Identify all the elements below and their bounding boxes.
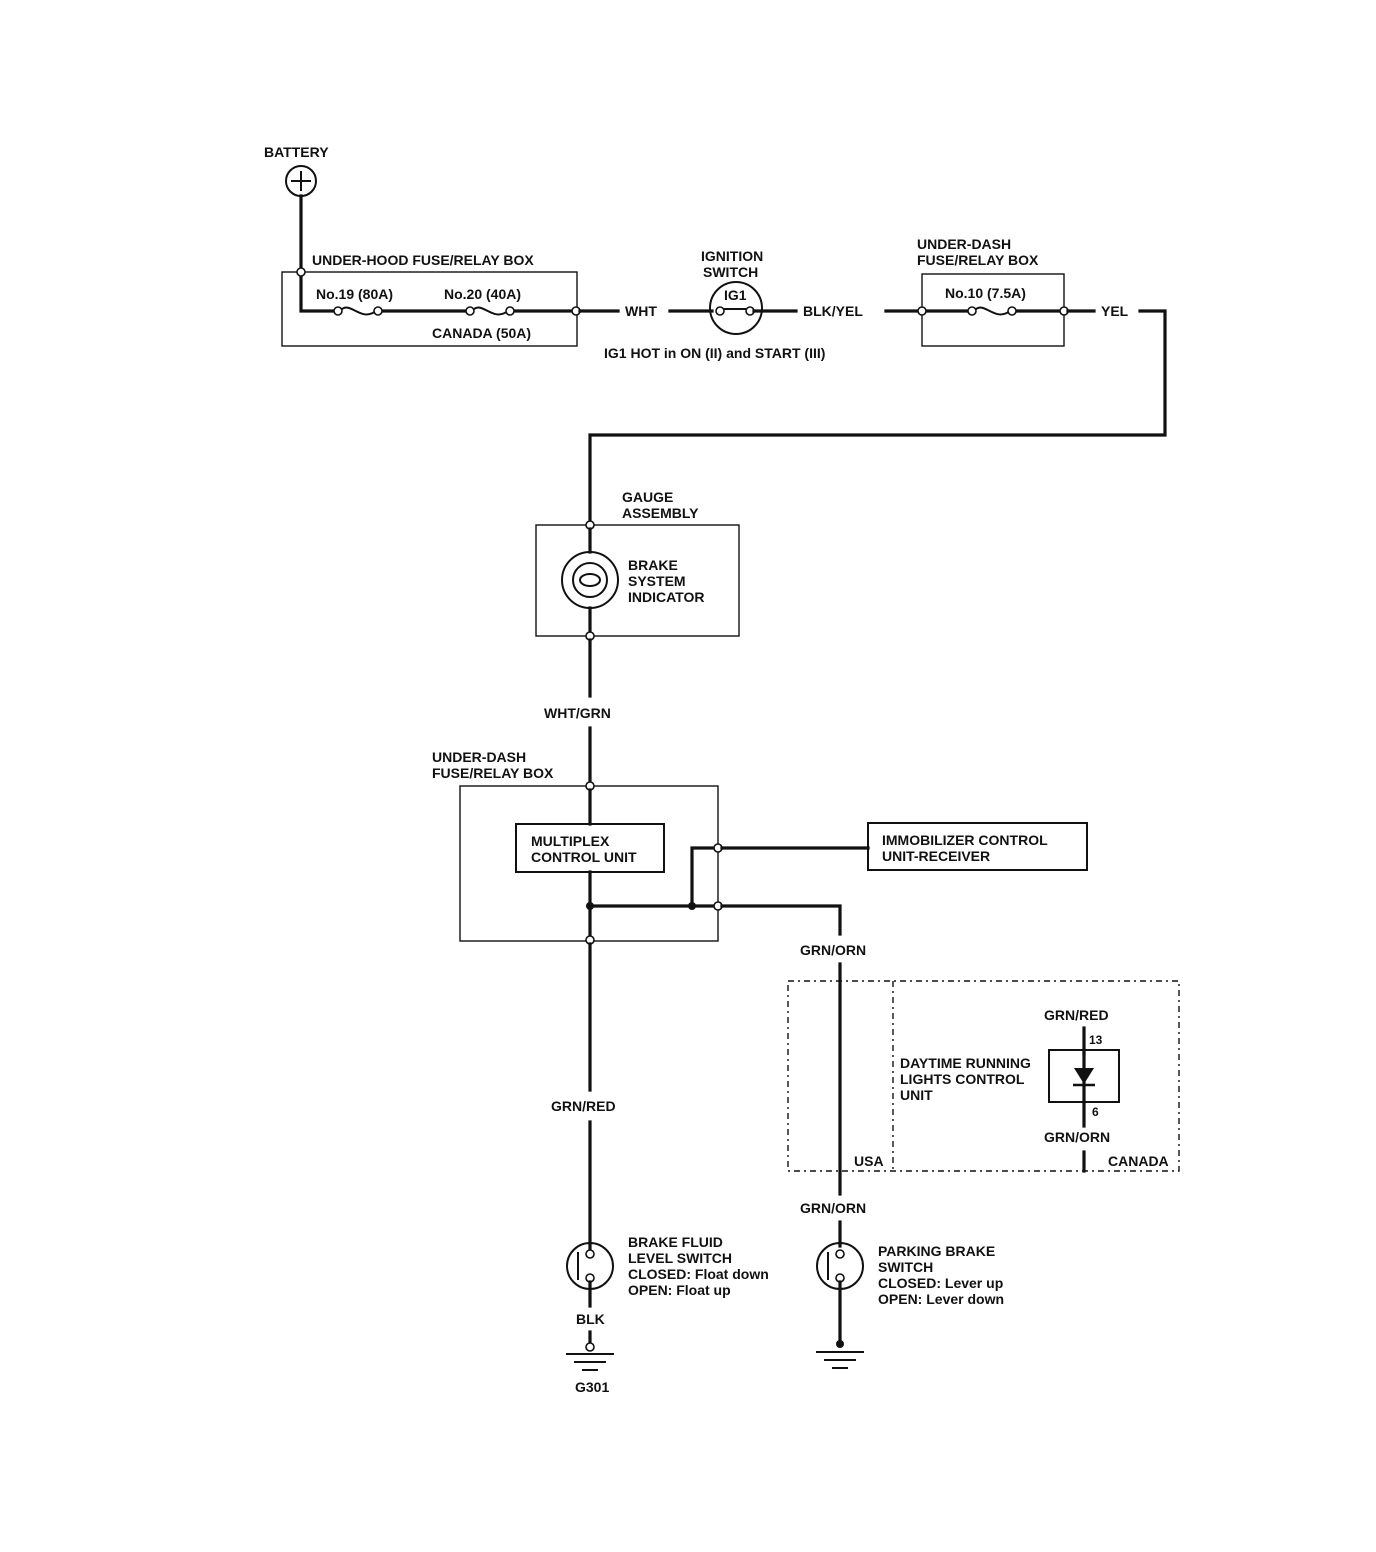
drl-variant-box: USA CANADA GRN/RED 13 6 GRN/ORN DAYTIME …: [787, 980, 1180, 1173]
underdash-fuse-box-mid: UNDER-DASH FUSE/RELAY BOX MULTIPLEX CONT…: [432, 749, 723, 945]
wire-label-wht: WHT: [625, 303, 657, 319]
battery: BATTERY: [264, 144, 329, 197]
brake-fluid-label-4: OPEN: Float up: [628, 1282, 731, 1298]
brake-fluid-label-2: LEVEL SWITCH: [628, 1250, 732, 1266]
indicator-label-2: SYSTEM: [628, 573, 686, 589]
ignition-title-2: SWITCH: [703, 264, 758, 280]
fuse-10-symbol: [973, 306, 1011, 316]
underdash-mid-title-2: FUSE/RELAY BOX: [432, 765, 554, 781]
brake-fluid-label-1: BRAKE FLUID: [628, 1234, 723, 1250]
fuse-10-label: No.10 (7.5A): [945, 285, 1026, 301]
parking-brake-label-1: PARKING BRAKE: [878, 1243, 995, 1259]
ignition-title-1: IGNITION: [701, 248, 763, 264]
mcu-label-2: CONTROL UNIT: [531, 849, 637, 865]
underdash-fuse-box-top: UNDER-DASH FUSE/RELAY BOX No.10 (7.5A): [917, 236, 1069, 347]
gauge-title-2: ASSEMBLY: [622, 505, 699, 521]
drl-pin-6: 6: [1092, 1105, 1099, 1119]
parking-brake-label-4: OPEN: Lever down: [878, 1291, 1004, 1307]
drl-label-1: DAYTIME RUNNING: [900, 1055, 1031, 1071]
mcu-label-1: MULTIPLEX: [531, 833, 610, 849]
drl-wire-out-label: GRN/ORN: [1044, 1129, 1110, 1145]
underdash-top-title-1: UNDER-DASH: [917, 236, 1011, 252]
parking-brake-label-2: SWITCH: [878, 1259, 933, 1275]
drl-pin-13: 13: [1089, 1033, 1103, 1047]
indicator-label-3: INDICATOR: [628, 589, 704, 605]
brake-fluid-label-3: CLOSED: Float down: [628, 1266, 769, 1282]
brake-indicator-lamp-icon: [561, 551, 619, 609]
immobilizer-label-2: UNIT-RECEIVER: [882, 848, 990, 864]
battery-label: BATTERY: [264, 144, 329, 160]
wire-label-wht-grn: WHT/GRN: [544, 705, 611, 721]
gauge-title-1: GAUGE: [622, 489, 673, 505]
wire-label-blk-yel: BLK/YEL: [803, 303, 863, 319]
fuse-19-symbol: [339, 306, 377, 316]
wire-label-grn-orn-upper: GRN/ORN: [800, 942, 866, 958]
ignition-note: IG1 HOT in ON (II) and START (III): [604, 345, 825, 361]
brake-fluid-level-switch: BRAKE FLUID LEVEL SWITCH CLOSED: Float d…: [566, 1234, 769, 1298]
indicator-label-1: BRAKE: [628, 557, 678, 573]
canada-label: CANADA: [1108, 1153, 1169, 1169]
ignition-terminal: IG1: [724, 287, 747, 303]
underhood-fuse-box: UNDER-HOOD FUSE/RELAY BOX No.19 (80A) No…: [281, 252, 581, 347]
ground-parking-icon: [816, 1340, 864, 1369]
drl-control-unit: [1048, 1048, 1120, 1104]
gauge-assembly: GAUGE ASSEMBLY BRAKE SYSTEM INDICATOR: [535, 489, 740, 641]
usa-label: USA: [854, 1153, 884, 1169]
multiplex-control-unit: MULTIPLEX CONTROL UNIT: [515, 823, 665, 873]
drl-wire-in-label: GRN/RED: [1044, 1007, 1109, 1023]
fuse-20-label: No.20 (40A): [444, 286, 521, 302]
ground-label: G301: [575, 1379, 609, 1395]
underhood-box-title: UNDER-HOOD FUSE/RELAY BOX: [312, 252, 534, 268]
canada-fuse-note: CANADA (50A): [432, 325, 531, 341]
fuse-19-label: No.19 (80A): [316, 286, 393, 302]
wire-label-blk: BLK: [576, 1311, 605, 1327]
drl-label-2: LIGHTS CONTROL: [900, 1071, 1025, 1087]
underdash-mid-title-1: UNDER-DASH: [432, 749, 526, 765]
immobilizer-control-unit: IMMOBILIZER CONTROL UNIT-RECEIVER: [867, 822, 1088, 871]
parking-brake-switch: PARKING BRAKE SWITCH CLOSED: Lever up OP…: [816, 1242, 1004, 1307]
immobilizer-label-1: IMMOBILIZER CONTROL: [882, 832, 1048, 848]
drl-label-3: UNIT: [900, 1087, 933, 1103]
ground-g301-icon: [566, 1342, 614, 1371]
underdash-top-title-2: FUSE/RELAY BOX: [917, 252, 1039, 268]
fuse-20-symbol: [471, 306, 509, 316]
wire-label-yel: YEL: [1101, 303, 1129, 319]
diode-icon: [1074, 1068, 1094, 1084]
wire-label-grn-red: GRN/RED: [551, 1098, 616, 1114]
parking-brake-label-3: CLOSED: Lever up: [878, 1275, 1003, 1291]
wire-label-grn-orn-lower: GRN/ORN: [800, 1200, 866, 1216]
